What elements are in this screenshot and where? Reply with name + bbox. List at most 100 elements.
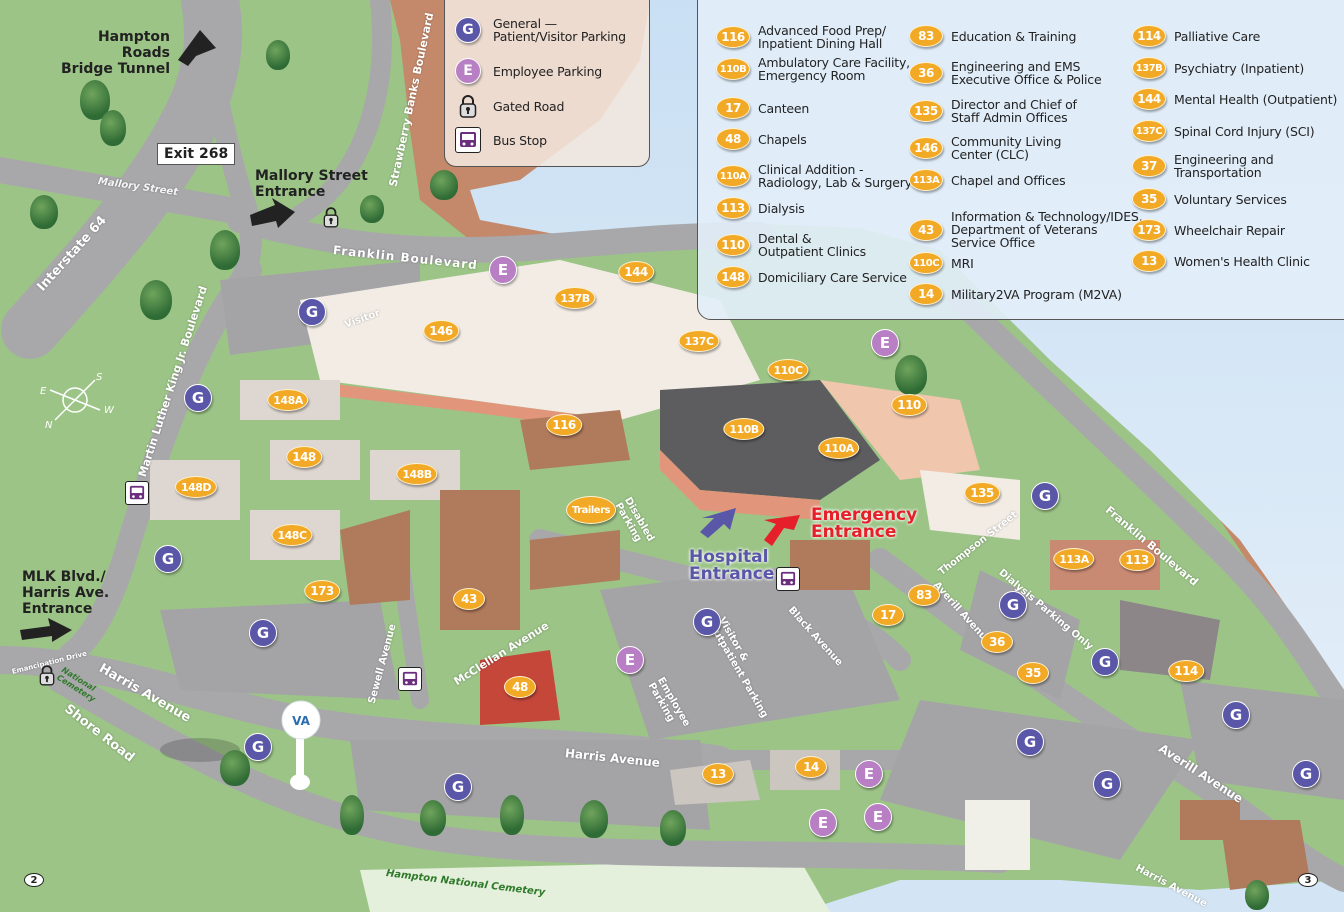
building-marker-148[interactable]: 148 [286,446,322,468]
legend-building-label: Women's Health Clinic [1174,255,1310,268]
legend-line: Education & Training [951,28,1077,44]
tree [580,800,608,838]
employee-parking-marker[interactable]: E [864,803,892,831]
building-number-badge: 14 [909,283,943,305]
building-number-badge: 36 [909,62,943,84]
building-marker-110a[interactable]: 110A [818,437,860,459]
exit-268-label: Exit 268 [157,143,236,165]
building-marker-110b[interactable]: 110B [723,418,765,440]
legend-line: Engineering and EMS [951,59,1081,74]
building-marker-148b[interactable]: 148B [396,463,438,485]
building-marker-146[interactable]: 146 [423,320,459,342]
employee-parking-marker[interactable]: E [855,760,883,788]
bus-stop-icon[interactable] [398,667,422,691]
tree [100,110,126,146]
employee-parking-marker[interactable]: E [871,329,899,357]
legend-line: General — [493,16,557,31]
general-parking-marker[interactable]: G [1222,701,1250,729]
legend-line: Dental & [758,231,812,246]
building-marker-113a[interactable]: 113A [1053,548,1095,570]
callout-line: Entrance [811,522,897,542]
building-marker-113[interactable]: 113 [1119,549,1155,571]
gated-road-lock-icon [39,665,55,686]
legend-building-label: Dental &Outpatient Clinics [758,232,866,258]
building-marker-173[interactable]: 173 [304,580,340,602]
employee-parking-marker[interactable]: E [809,809,837,837]
general-parking-marker[interactable]: G [298,298,326,326]
general-parking-marker[interactable]: G [1016,728,1044,756]
building-number-badge: 137C [1132,120,1166,142]
legend-line: Transportation [1174,165,1262,180]
page-number-left: 2 [24,873,44,887]
building-marker-48[interactable]: 48 [504,676,536,698]
employee-parking-marker[interactable]: E [616,646,644,674]
general-parking-marker[interactable]: G [693,608,721,636]
general-parking-marker[interactable]: G [184,384,212,412]
building-marker-110[interactable]: 110 [891,394,927,416]
general-parking-marker[interactable]: G [154,545,182,573]
hospital-entrance-label: Hospital Entrance [689,549,774,583]
legend-building-label: Education & Training [951,30,1076,43]
employee-parking-marker[interactable]: E [489,256,517,284]
building-number-badge: 148 [716,266,750,288]
building-marker-trailers[interactable]: Trailers [566,496,616,524]
tree [360,195,384,223]
building-marker-110c[interactable]: 110C [767,359,809,381]
building-marker-137c[interactable]: 137C [678,330,720,352]
tree [500,795,524,835]
general-parking-marker[interactable]: G [1093,770,1121,798]
building-marker-148a[interactable]: 148A [267,389,309,411]
bus-stop-icon[interactable] [125,481,149,505]
building-marker-35[interactable]: 35 [1017,662,1049,684]
general-parking-marker[interactable]: G [244,733,272,761]
building-number-badge: 43 [909,218,943,241]
legend-line: Patient/Visitor Parking [493,29,626,44]
tree [660,810,686,846]
tree [30,195,58,229]
building-marker-43[interactable]: 43 [453,588,485,610]
building-marker-116[interactable]: 116 [546,414,582,436]
water-tower: VA [160,700,321,790]
callout-line: Mallory Street [255,168,368,184]
legend-label: Bus Stop [493,132,547,148]
legend-line: Community Living [951,134,1062,149]
building-marker-137b[interactable]: 137B [554,287,596,309]
general-parking-marker[interactable]: G [999,591,1027,619]
callout-line: MLK Blvd./ [22,569,106,585]
building-marker-148c[interactable]: 148C [271,524,313,546]
legend-item-gated-road: Gated Road [459,94,564,118]
legend-line: Executive Office & Police [951,72,1102,87]
bus-stop-icon [455,127,481,153]
general-parking-marker[interactable]: G [444,773,472,801]
general-parking-marker[interactable]: G [249,619,277,647]
legend-line: Wheelchair Repair [1174,222,1285,238]
building-marker-148d[interactable]: 148D [174,476,218,498]
building-marker-14[interactable]: 14 [795,756,827,778]
legend-line: Women's Health Clinic [1174,253,1310,269]
callout-line: Bridge Tunnel [61,61,170,77]
legend-line: Chapel and Offices [951,172,1066,188]
emergency-entrance-label: Emergency Entrance [811,507,917,541]
legend-building-label: Palliative Care [1174,30,1260,43]
building-marker-17[interactable]: 17 [872,604,904,626]
general-parking-marker[interactable]: G [1031,482,1059,510]
general-parking-marker[interactable]: G [1292,760,1320,788]
general-parking-marker[interactable]: G [1091,648,1119,676]
callout-mallory-entrance: Mallory Street Entrance [255,168,368,200]
building-marker-13[interactable]: 13 [702,763,734,785]
building-number-badge: 116 [716,26,750,48]
building-marker-83[interactable]: 83 [908,584,940,606]
building-marker-144[interactable]: 144 [618,261,654,283]
building-marker-114[interactable]: 114 [1168,660,1204,682]
page-number-right: 3 [1298,873,1318,887]
building-marker-135[interactable]: 135 [964,482,1000,504]
bus-stop-icon[interactable] [776,567,800,591]
legend-line: Service Office [951,235,1036,250]
building-marker-36[interactable]: 36 [981,631,1013,653]
